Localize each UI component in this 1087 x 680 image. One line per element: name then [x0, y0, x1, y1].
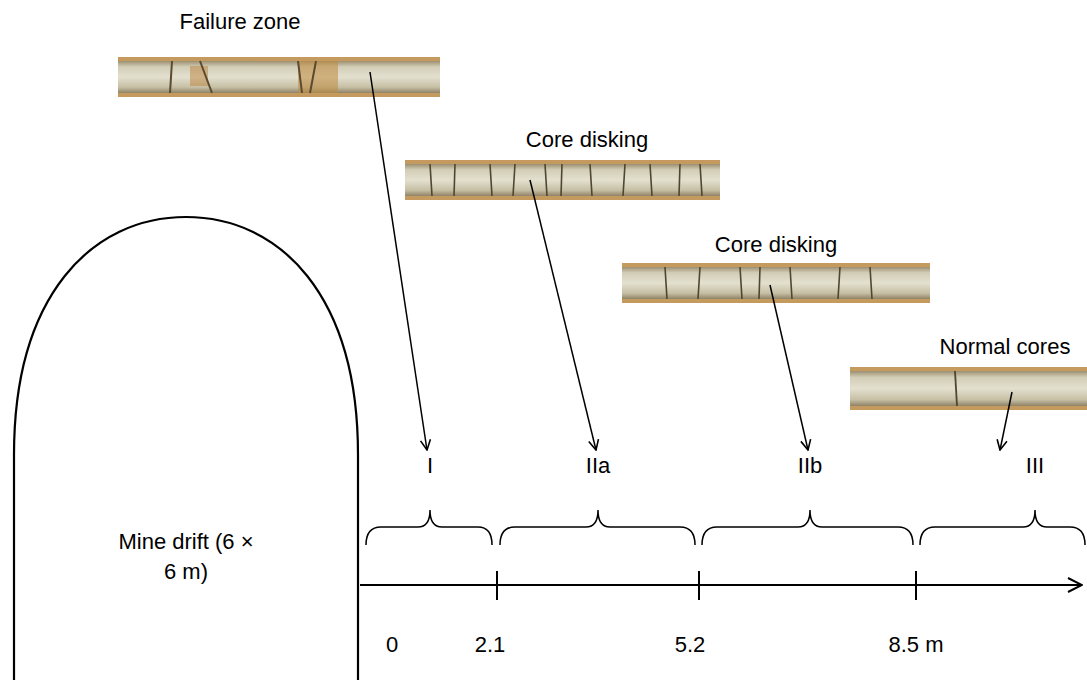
- core-heading: Failure zone: [179, 9, 300, 35]
- core-heading: Core disking: [715, 232, 837, 258]
- axis-tick-label: 0: [386, 632, 398, 658]
- core-heading: Normal cores: [940, 334, 1071, 360]
- axis-tick-label: 5.2: [675, 632, 706, 658]
- node-text: Mine drift (6 × 6 m): [116, 527, 256, 587]
- zone-label: III: [1026, 453, 1044, 479]
- depth-axis: [360, 571, 1082, 600]
- core-photo: [118, 57, 440, 97]
- core-photo: [622, 263, 930, 303]
- zone-label: I: [427, 453, 433, 479]
- core-photo: [405, 160, 720, 200]
- axis-tick-label: 2.1: [475, 632, 506, 658]
- zone-label: IIa: [586, 453, 610, 479]
- drift-outline: [12, 215, 360, 680]
- core-photo: [850, 367, 1087, 410]
- drift-outline: [14, 217, 358, 680]
- leader-arrow: [370, 72, 1012, 450]
- axis-tick-label: 8.5 m: [888, 632, 943, 658]
- core-heading: Core disking: [526, 127, 648, 153]
- zone-brace: [366, 510, 1085, 545]
- mine-drift: Mine drift (6 × 6 m): [12, 215, 360, 680]
- zone-label: IIb: [798, 453, 822, 479]
